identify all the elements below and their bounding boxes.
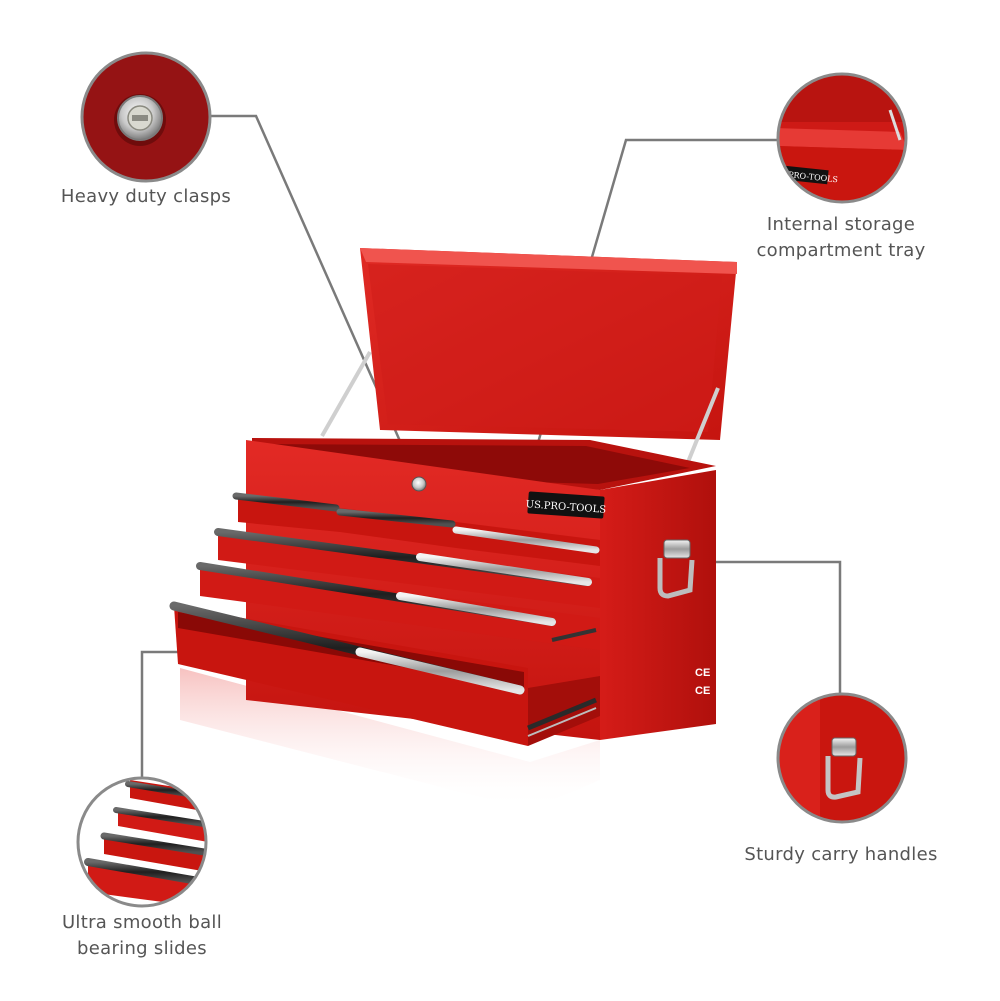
drawer-row-3 <box>196 562 600 650</box>
drawer-row-1 <box>232 492 600 566</box>
clasps-label: Heavy duty clasps <box>40 184 252 210</box>
handles-label: Sturdy carry handles <box>726 842 956 868</box>
lock-icon <box>411 476 427 492</box>
slides-label-line-2: bearing slides <box>77 938 207 959</box>
slides-detail-circle <box>76 776 208 908</box>
ce-mark: CE <box>695 667 710 679</box>
lock-icon <box>114 94 166 146</box>
carry-handle-icon <box>825 737 863 800</box>
brand-badge: US.PRO-TOOLS <box>525 491 607 519</box>
tray-label: Internal storage compartment tray <box>736 212 946 264</box>
chest-side <box>600 470 716 740</box>
drawer-row-2 <box>214 528 600 608</box>
ce-mark: CE <box>695 685 710 697</box>
tray-label-line-2: compartment tray <box>756 240 926 261</box>
clasp-detail-circle <box>80 51 212 183</box>
handle-leader-line <box>680 560 842 694</box>
tray-label-line-1: Internal storage <box>766 214 916 235</box>
handles-label-line-1: Sturdy carry handles <box>744 844 938 865</box>
carry-handle-icon <box>657 539 695 599</box>
handle-detail-circle <box>776 692 908 824</box>
clasps-label-line-1: Heavy duty clasps <box>60 186 232 207</box>
drawer-row-4 <box>169 601 600 746</box>
tray-detail-circle: US.PRO-TOOLS <box>776 72 908 204</box>
slides-label-line-1: Ultra smooth ball <box>61 912 223 933</box>
tool-chest: US.PRO-TOOLS CE CE <box>169 248 737 746</box>
slides-label: Ultra smooth ball bearing slides <box>36 910 248 962</box>
